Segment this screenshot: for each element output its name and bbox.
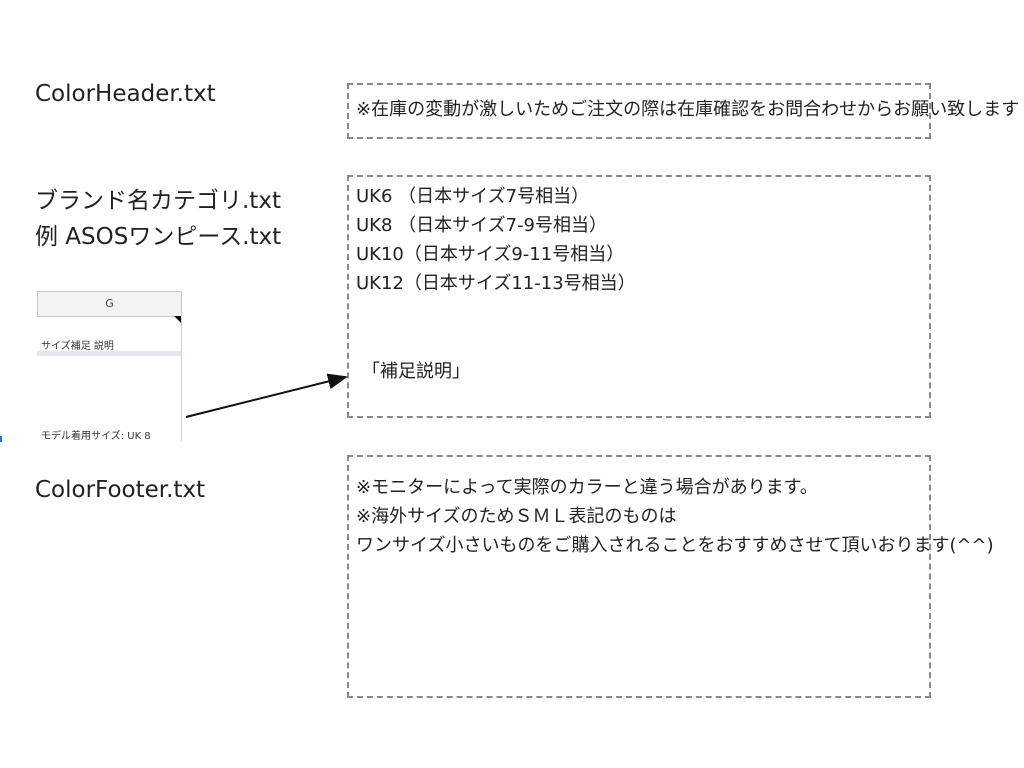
header-box-text: ※在庫の変動が激しいためご注文の際は在庫確認をお問合わせからお願い致します xyxy=(356,99,1020,120)
header-text-box xyxy=(347,83,931,139)
size-line-uk12: UK12（日本サイズ11-13号相当） xyxy=(356,273,636,294)
color-header-label: ColorHeader.txt xyxy=(35,81,216,107)
column-border xyxy=(181,316,182,441)
size-line-uk8: UK8 （日本サイズ7-9号相当） xyxy=(356,215,608,236)
selected-row-band xyxy=(37,351,181,356)
arrow-line xyxy=(185,373,348,418)
sheet-cell-model-size: モデル着用サイズ: UK 8 xyxy=(41,431,151,441)
footer-line-1: ※モニターによって実際のカラーと違う場合があります。 xyxy=(356,477,818,498)
footer-line-3: ワンサイズ小さいものをご購入されることをおすすめさせて頂いおります(^^) xyxy=(356,535,994,556)
brand-category-label: ブランド名カテゴリ.txt xyxy=(35,188,281,214)
color-footer-label: ColorFooter.txt xyxy=(35,477,206,503)
size-note-text: 「補足説明」 xyxy=(362,361,470,382)
size-line-uk10: UK10（日本サイズ9-11号相当） xyxy=(356,244,625,265)
footer-line-2: ※海外サイズのためＳＭＬ表記のものは xyxy=(356,506,677,527)
example-label: 例 ASOSワンピース.txt xyxy=(35,224,282,250)
size-line-uk6: UK6 （日本サイズ7号相当） xyxy=(356,186,590,207)
size-text-box xyxy=(347,175,931,418)
cell-cursor xyxy=(0,436,2,442)
footer-text-box xyxy=(347,455,931,698)
comment-marker-icon xyxy=(174,316,181,323)
column-header: G xyxy=(37,291,182,317)
spreadsheet-snippet: G サイズ補足 説明 モデル着用サイズ: UK 8 xyxy=(37,291,182,441)
sheet-cell-size-note: サイズ補足 説明 xyxy=(41,341,114,352)
